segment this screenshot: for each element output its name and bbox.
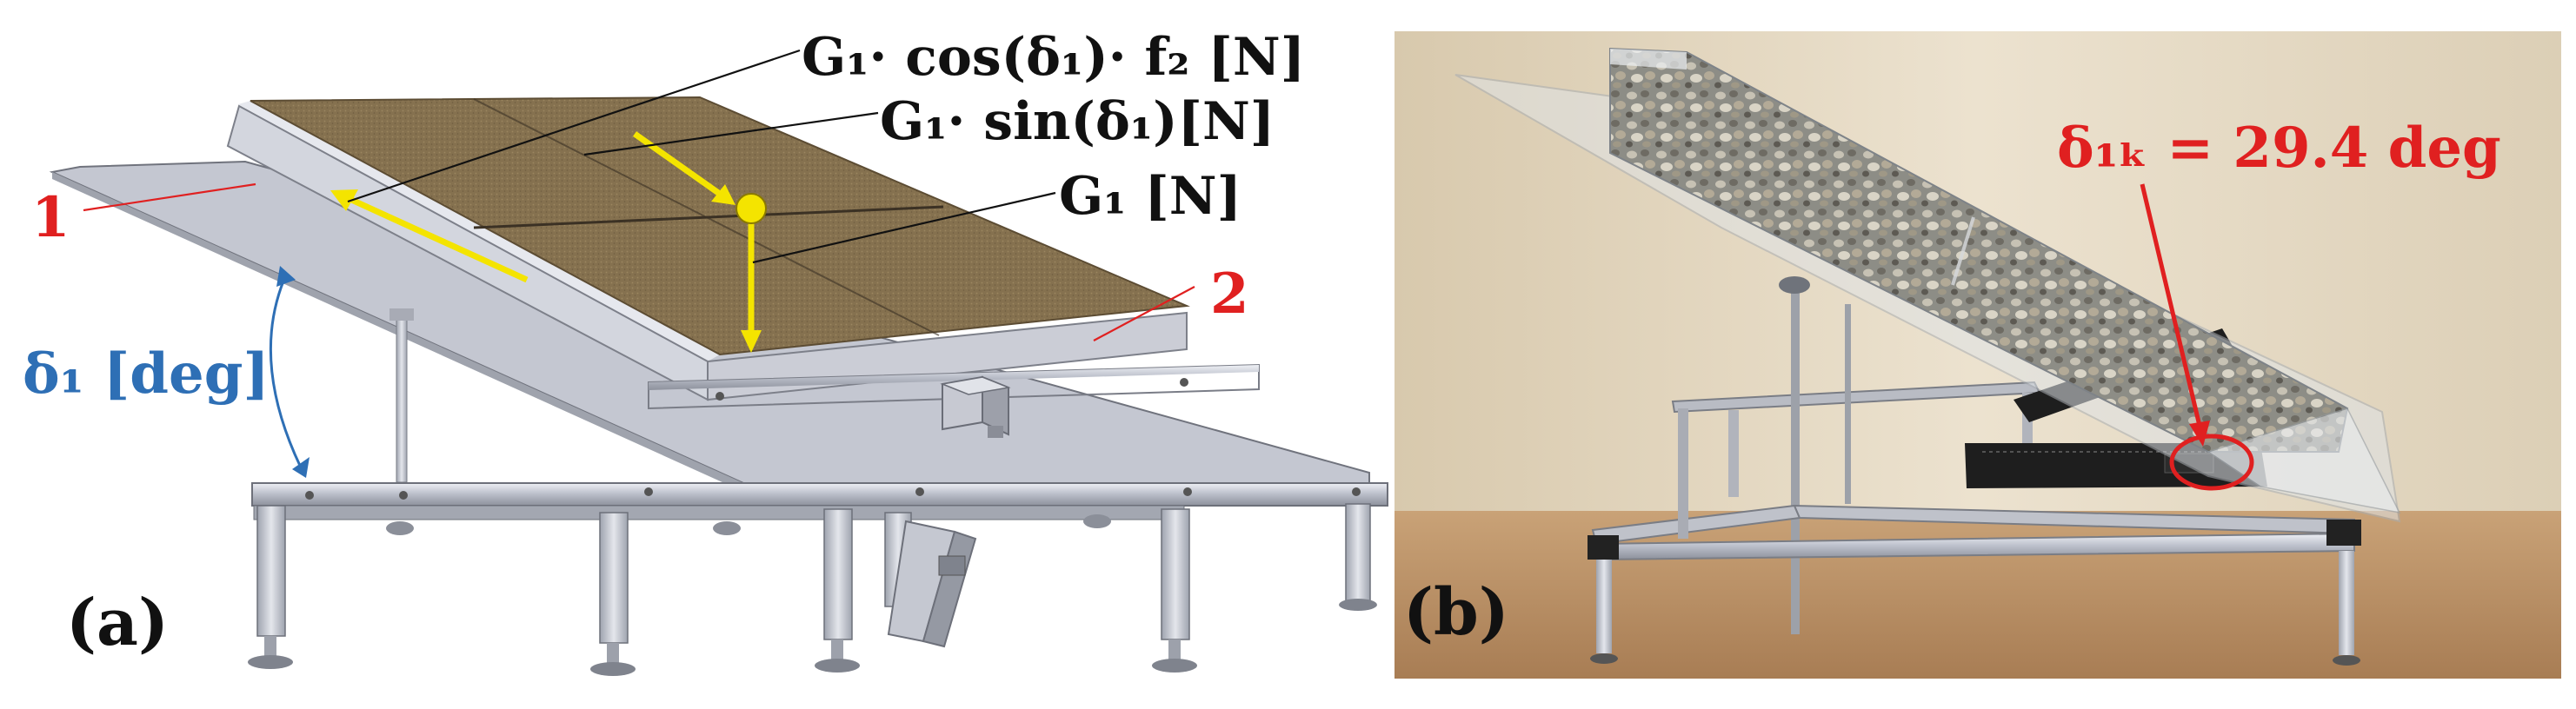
label-panel-a: (a) [66,586,169,660]
angle-sensor-block [940,375,1011,438]
photo-support-rod [1791,287,1800,634]
force-arrow-normal [632,131,736,205]
label-critical-angle: δ₁ₖ = 29.4 deg [2057,116,2501,181]
material-surface [250,96,1190,356]
support-rod [389,308,414,321]
label-inclination-angle: δ₁ [deg] [23,341,270,407]
frame-rail-front [253,505,1185,520]
frame-legs [248,503,1377,676]
label-part-1: 1 [31,185,70,250]
frame-rail-back [251,482,1388,507]
label-normal-force-component: G₁· cos(δ₁)· f₂ [N] [802,27,1305,88]
material-divider-line [473,98,940,336]
label-weight-force: G₁ [N] [1059,166,1241,227]
material-divider-line [473,205,944,229]
lifting-actuator [887,520,977,648]
label-panel-b: (b) [1403,575,1509,650]
rail-bolt [716,392,724,401]
support-rod [396,316,408,483]
label-part-2: 2 [1210,262,1249,327]
rail-bolt [1180,378,1188,387]
front-rail [648,363,1260,410]
photo-angle-readout-highlight [2169,434,2254,491]
front-rail-top [649,365,1259,390]
panel-b: δ₁ₖ = 29.4 deg (b) [1395,31,2561,679]
photo-frame-front [1588,408,2361,666]
angle-arc [269,266,310,478]
photo-table-surface [1395,511,2561,679]
leader-lines [83,49,1195,341]
label-parallel-force-component: G₁· sin(δ₁)[N] [880,91,1275,152]
photo-gravel-container [1454,47,2401,523]
frame-bolts [305,487,1361,500]
photo-support-rod [1845,304,1851,504]
wing-nuts [386,514,1111,535]
center-of-gravity-marker [736,193,767,224]
panel-a: G₁· cos(δ₁)· f₂ [N] G₁· sin(δ₁)[N] G₁ [N… [23,27,1388,676]
force-arrow-weight [741,212,762,353]
box-side-wall [238,101,720,361]
force-arrow-parallel [330,189,529,283]
photo-callout-arrow [2140,183,2210,447]
photo-rod-knob [1779,276,1810,294]
